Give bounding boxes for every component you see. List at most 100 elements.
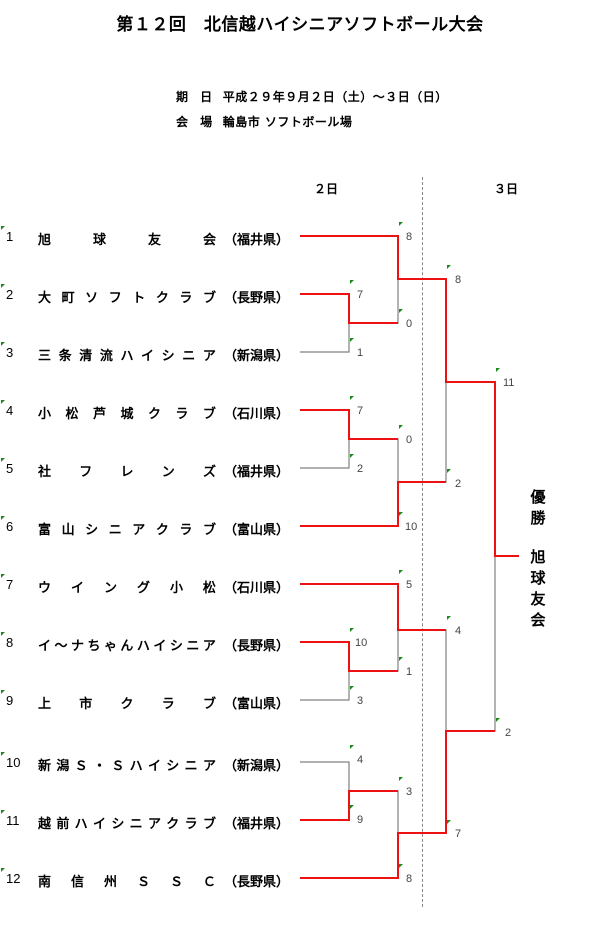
team-name-char: ハ (136, 639, 150, 654)
score: 1 (357, 347, 364, 359)
team-name-char: イ (92, 817, 106, 832)
team-name-char: ア (202, 759, 216, 774)
team-number: 11 (6, 813, 20, 828)
score-marker (399, 777, 403, 781)
team-name-char: 越 (38, 817, 52, 832)
score: 4 (455, 625, 462, 637)
team-name: 越前ハイシニアクラブ (38, 813, 216, 832)
team-name-char: 松 (202, 581, 216, 596)
cell-marker (1, 458, 5, 462)
team-number: 1 (6, 229, 14, 244)
team-name-char: フ (79, 465, 93, 480)
team-name-char: ハ (74, 817, 88, 832)
score: 4 (357, 754, 364, 766)
team-number: 10 (6, 755, 21, 770)
team-name-char: Ｓ (111, 759, 125, 774)
team-name-char: ニ (182, 349, 196, 364)
team-prefecture: （石川県） (224, 407, 290, 422)
team-name-char: ク (120, 697, 134, 712)
team-number: 4 (6, 403, 14, 418)
team-prefecture: （富山県） (224, 697, 290, 712)
cell-marker (1, 810, 5, 814)
score: 7 (455, 828, 462, 840)
team-prefecture: （福井県） (224, 465, 290, 480)
score: 11 (503, 377, 515, 389)
team-name-char: ズ (202, 465, 216, 480)
team-name-char: 州 (103, 875, 117, 890)
score: 8 (406, 873, 413, 885)
score: 2 (505, 727, 512, 739)
score-marker (350, 745, 354, 749)
team-name-char: 市 (79, 697, 93, 712)
score-marker (447, 820, 451, 824)
winning-lines (300, 235, 519, 879)
team-number: 5 (6, 461, 14, 476)
team-name-char: ニ (129, 817, 143, 832)
team-name-char: ウ (38, 581, 52, 596)
team-prefecture: （長野県） (224, 875, 290, 890)
team-name-char: ラ (184, 817, 198, 832)
team-name: 旭球友会 (38, 229, 216, 248)
day2-header: ３日 (494, 182, 519, 196)
team-name-char: ク (166, 817, 180, 832)
team-name-char: ア (132, 523, 146, 538)
team-name-char: ち (87, 639, 101, 654)
team-name-char: ニ (108, 523, 122, 538)
team-name-char: 友 (147, 233, 161, 248)
score-marker (399, 309, 403, 313)
team-name: 富山シニアクラブ (38, 519, 216, 538)
team-name-char: ソ (85, 291, 99, 306)
team-name-char: フ (108, 291, 122, 306)
score: 0 (406, 434, 413, 446)
cell-marker (1, 342, 5, 346)
team-name-char: イ (70, 581, 84, 596)
team-name-char: 山 (61, 523, 75, 538)
team-name-char: 芦 (92, 407, 106, 422)
champion-name-4: 会 (530, 611, 546, 629)
score-marker (399, 512, 403, 516)
score-marker (496, 718, 500, 722)
team-name-char: ニ (184, 759, 198, 774)
score-marker (496, 368, 500, 372)
team-prefecture: （新潟県） (224, 349, 290, 364)
team-name: 小松芦城クラブ (38, 403, 216, 422)
team-name-char: 社 (38, 465, 52, 480)
team-name: 三条清流ハイシニア (38, 345, 216, 364)
team-name-char: 会 (202, 233, 216, 248)
team-name-char: 信 (70, 875, 84, 890)
team-name-char: シ (85, 523, 99, 538)
team-name-char: ブ (202, 817, 216, 832)
team-number: 6 (6, 519, 14, 534)
champion-name-2: 球 (530, 569, 546, 587)
team-name-char: シ (166, 759, 180, 774)
team-name-char: ブ (202, 697, 216, 712)
team-name-char: イ (38, 639, 52, 654)
team-prefecture: （福井県） (224, 817, 290, 832)
team-name-char: Ｓ (169, 875, 183, 890)
champion-label-2: 勝 (530, 509, 546, 527)
team-name-char: 旭 (38, 233, 52, 248)
score: 3 (357, 695, 364, 707)
score: 1 (406, 666, 413, 678)
score-marker (350, 280, 354, 284)
team-name-char: 小 (38, 407, 52, 422)
team-name-char: ア (147, 817, 161, 832)
team-name-char: ん (120, 639, 134, 654)
team-name-char: ク (155, 291, 169, 306)
team-name-char: 三 (38, 349, 52, 364)
cell-marker (1, 752, 5, 756)
score: 8 (406, 231, 413, 243)
team-name-char: シ (161, 349, 175, 364)
team-name-char: ブ (202, 523, 216, 538)
score-marker (350, 338, 354, 342)
team-name: ウイング小松 (38, 577, 216, 596)
team-name-char: イ (153, 639, 167, 654)
team-number: 8 (6, 635, 14, 650)
